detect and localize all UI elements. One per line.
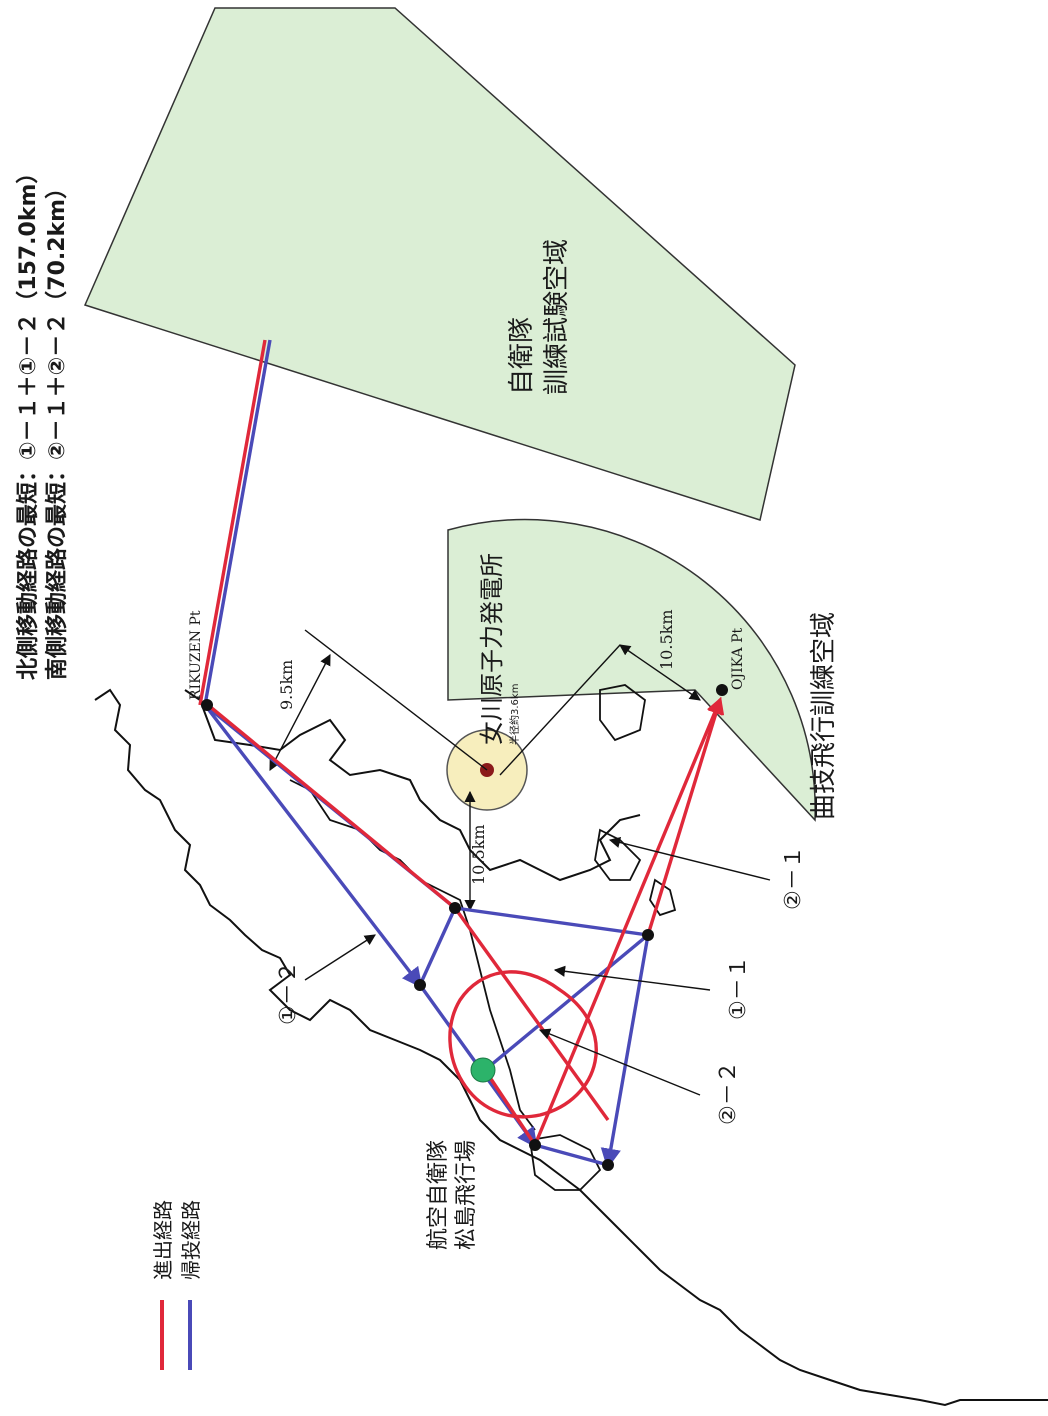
waypoint-ojika xyxy=(716,684,728,696)
island-3 xyxy=(649,878,677,917)
distance-line-3 xyxy=(619,644,701,701)
waypoint-b xyxy=(414,979,426,991)
distance-line-1 xyxy=(269,654,331,771)
distance-ref-3 xyxy=(499,644,621,776)
legend: 進出経路 帰投経路 xyxy=(151,1200,203,1370)
legend-outbound-label: 進出経路 xyxy=(151,1200,175,1280)
distance-ref-1 xyxy=(304,629,488,771)
north-route-note: 北側移動経路の最短：①－１＋①－２（157.0km） xyxy=(15,162,41,680)
callout-r2-2 xyxy=(538,1028,701,1096)
nuclear-plant-sublabel: 半径約3.6km xyxy=(508,684,521,745)
waypoint-rikuzen xyxy=(201,699,213,711)
nuclear-plant-label: 女川原子力発電所 xyxy=(478,553,506,745)
south-route-note: 南側移動経路の最短：②－１＋②－２（70.2km） xyxy=(44,177,70,680)
island-1 xyxy=(528,1134,602,1191)
callout-r1-2 xyxy=(304,934,376,981)
waypoint-c xyxy=(642,929,654,941)
aerobatic-airspace-label: 曲技飛行訓練空域 xyxy=(809,612,839,820)
coastline-peninsula xyxy=(184,689,641,882)
coastline-inner xyxy=(289,779,471,931)
rikuzen-label: RIKUZEN Pt xyxy=(188,610,204,700)
coastline-bay xyxy=(469,929,536,1131)
distance-label-3: 10.5km xyxy=(657,610,676,671)
sdf-airspace-label-1: 自衛隊 xyxy=(507,317,537,395)
callout-r1-1 xyxy=(553,965,711,991)
airbase-label-1: 航空自衛隊 xyxy=(426,1140,451,1250)
waypoint-d xyxy=(529,1139,541,1151)
waypoint-e xyxy=(602,1159,614,1171)
ojika-label: OJIKA Pt xyxy=(730,628,746,690)
airbase-marker xyxy=(470,1057,496,1083)
callout-r2-1 xyxy=(608,837,771,881)
sdf-airspace-label-2: 訓練試験空域 xyxy=(542,239,572,395)
route-label-2-2: ②－２ xyxy=(716,1061,741,1125)
route-label-1-2: ①－２ xyxy=(276,961,301,1025)
airbase-label-2: 松島飛行場 xyxy=(454,1140,479,1250)
outbound-routes xyxy=(198,339,725,1146)
legend-return-label: 帰投経路 xyxy=(179,1200,203,1280)
coastline xyxy=(94,688,1048,1407)
sdf-training-test-airspace xyxy=(83,7,796,521)
distance-label-1: 9.5km xyxy=(277,660,296,710)
route-label-1-1: ①－１ xyxy=(726,956,751,1020)
route-label-2-1: ②－１ xyxy=(781,846,806,910)
waypoint-a xyxy=(449,902,461,914)
distance-label-2: 10.5km xyxy=(469,825,488,886)
